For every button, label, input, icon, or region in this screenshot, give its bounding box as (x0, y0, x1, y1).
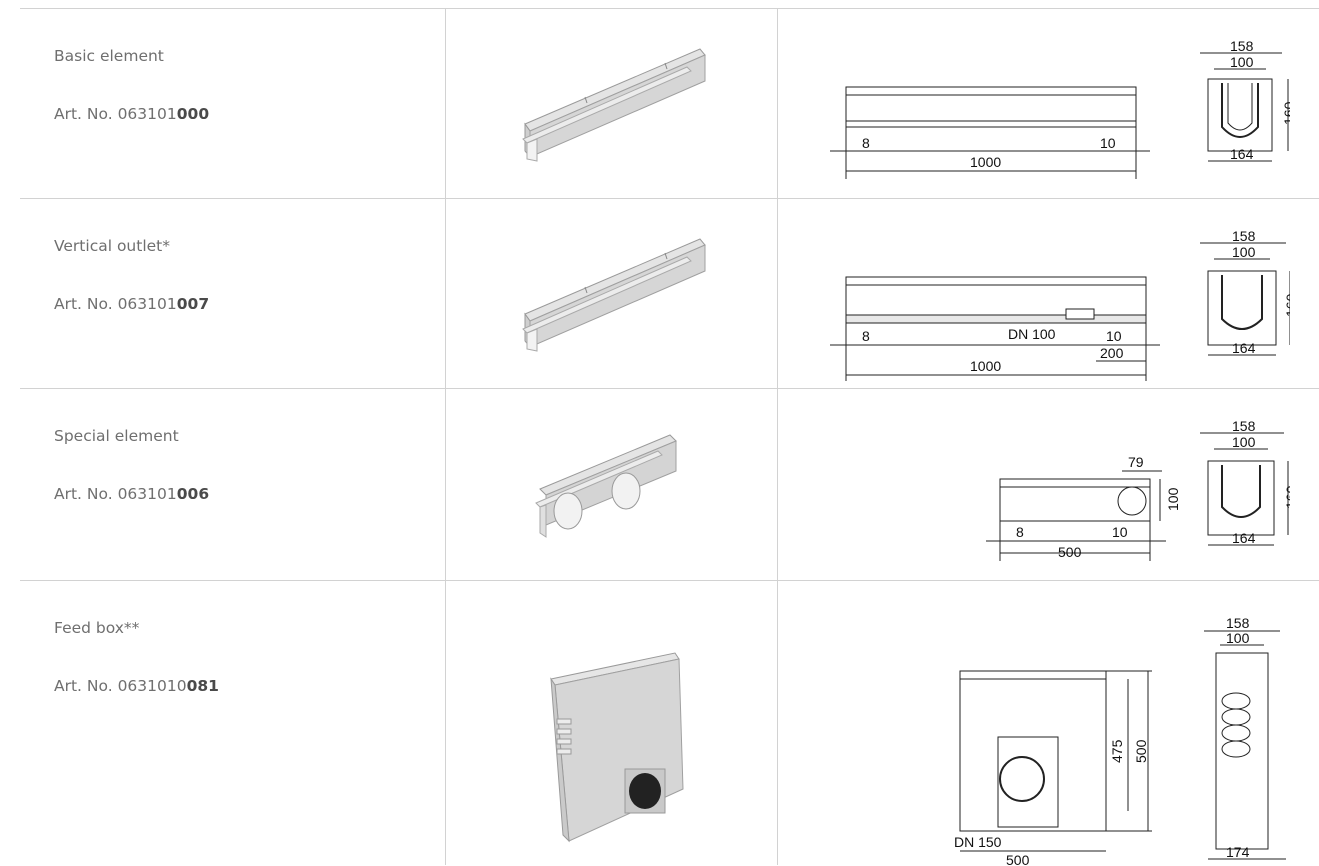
product-name: Special element (54, 427, 179, 445)
table-row: Vertical outlet* Art. No. 063101007 8 10… (20, 198, 1319, 389)
technical-drawing: 8 1000 10 200 DN 100 158 100 164 160 (830, 228, 1290, 381)
dim-label: 100 (1232, 434, 1256, 450)
special-element-product-image (535, 434, 677, 538)
article-number: Art. No. 063101007 (54, 295, 210, 313)
dim-label: 158 (1232, 418, 1256, 434)
dim-label: 174 (1226, 844, 1250, 860)
dim-label: 10 (1106, 328, 1122, 344)
dim-label: 8 (862, 328, 870, 344)
technical-drawing: 475 500 500 DN 150 158 100 174 (954, 615, 1286, 866)
dim-label: 1000 (970, 154, 1001, 170)
dim-label: 8 (862, 135, 870, 151)
product-name: Basic element (54, 47, 164, 65)
column-divider (777, 8, 778, 865)
dim-label: 160 (1281, 101, 1290, 125)
dim-label: 100 (1232, 244, 1256, 260)
dim-label: 1000 (970, 358, 1001, 374)
dim-label: DN 100 (1008, 326, 1056, 342)
dim-label: 158 (1232, 228, 1256, 244)
dim-label: 164 (1232, 530, 1256, 546)
dim-label: 160 (1283, 485, 1290, 509)
dim-label: 200 (1100, 345, 1124, 361)
dim-label: 500 (1058, 544, 1082, 560)
article-number: Art. No. 063101000 (54, 105, 210, 123)
dim-label: 500 (1133, 739, 1149, 763)
dim-label: 164 (1232, 340, 1256, 356)
dim-label: DN 150 (954, 834, 1002, 850)
technical-drawing: 8 500 10 79 100 158 100 164 160 (986, 418, 1290, 561)
table-row: Special element Art. No. 063101006 8 500… (20, 388, 1319, 581)
dim-label: 160 (1283, 293, 1290, 317)
article-number: Art. No. 063101006 (54, 485, 210, 503)
channel-product-image (522, 238, 706, 352)
dim-label: 10 (1112, 524, 1128, 540)
channel-product-image (522, 48, 706, 162)
dim-label: 158 (1226, 615, 1250, 631)
article-number: Art. No. 0631010081 (54, 677, 219, 695)
table-row: Feed box** Art. No. 0631010081 (20, 580, 1319, 866)
dim-label: 10 (1100, 135, 1116, 151)
dim-label: 475 (1109, 739, 1125, 763)
column-divider (445, 8, 446, 865)
technical-drawing: 8 1000 10 158 100 164 160 (830, 39, 1290, 179)
dim-label: 100 (1230, 54, 1254, 70)
product-name: Vertical outlet* (54, 237, 171, 255)
dim-label: 79 (1128, 454, 1144, 470)
feed-box-product-image (550, 652, 684, 843)
dim-label: 8 (1016, 524, 1024, 540)
dim-label: 164 (1230, 146, 1254, 162)
product-name: Feed box** (54, 619, 140, 637)
dim-label: 500 (1006, 852, 1030, 866)
table-row: Basic element Art. No. 063101000 8 1000 … (20, 8, 1319, 199)
dim-label: 158 (1230, 39, 1254, 54)
dim-label: 100 (1226, 630, 1250, 646)
dim-label: 100 (1165, 487, 1181, 511)
